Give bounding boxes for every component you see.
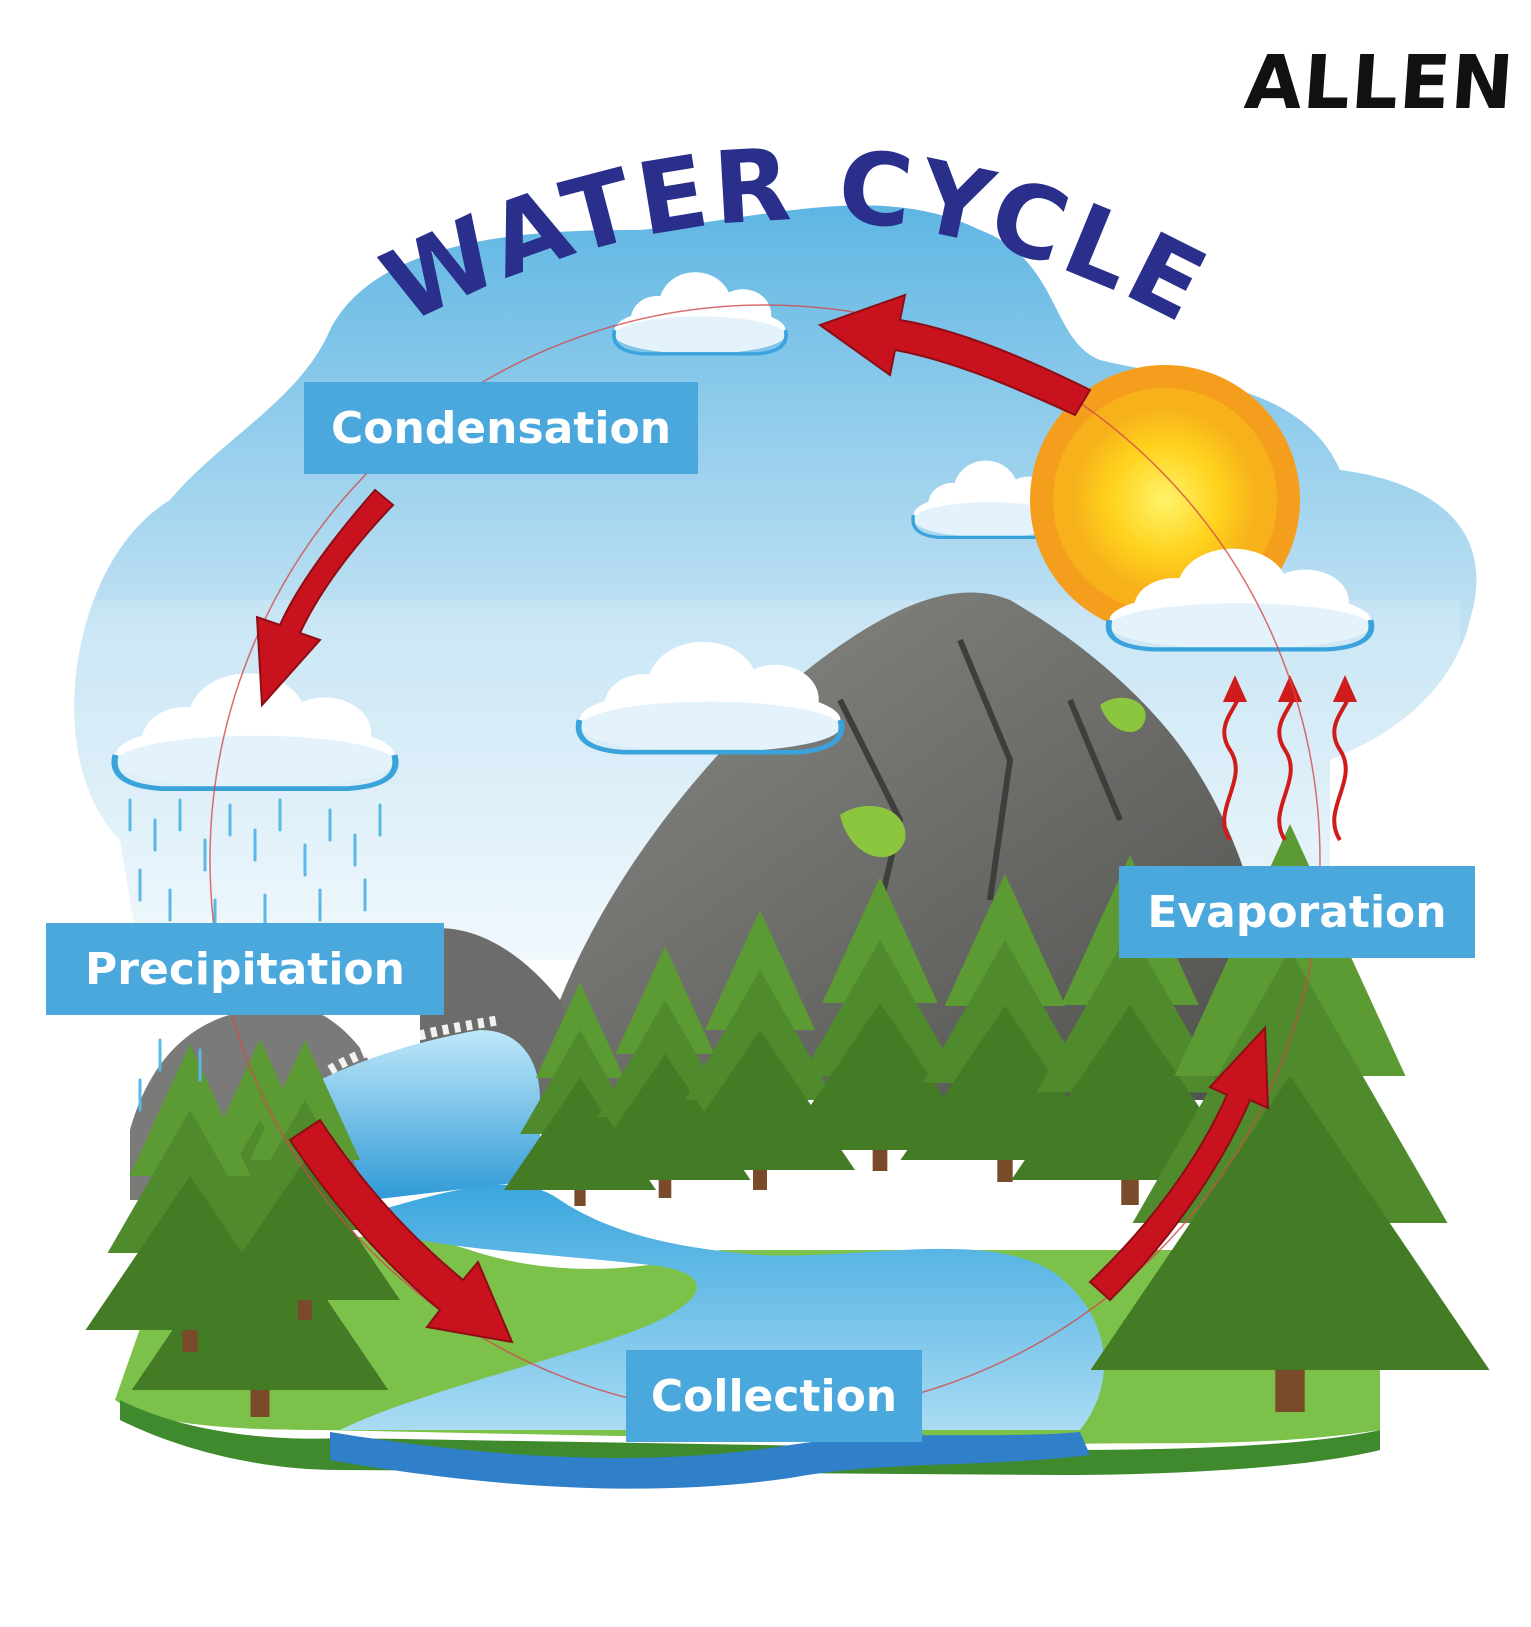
brand-logo: ALLEN [1241, 40, 1518, 126]
arrow-icon [255, 293, 1270, 1344]
rain-icon [128, 798, 382, 1112]
collection-label: Collection [626, 1350, 922, 1442]
moss-patch [840, 805, 906, 858]
water-edge [330, 1432, 1090, 1489]
moss-patch [1100, 697, 1146, 732]
waterfall-icon [320, 1030, 540, 1200]
condensation-label: Condensation [304, 382, 698, 474]
precipitation-label: Precipitation [46, 923, 444, 1015]
evaporation-label: Evaporation [1119, 866, 1475, 958]
